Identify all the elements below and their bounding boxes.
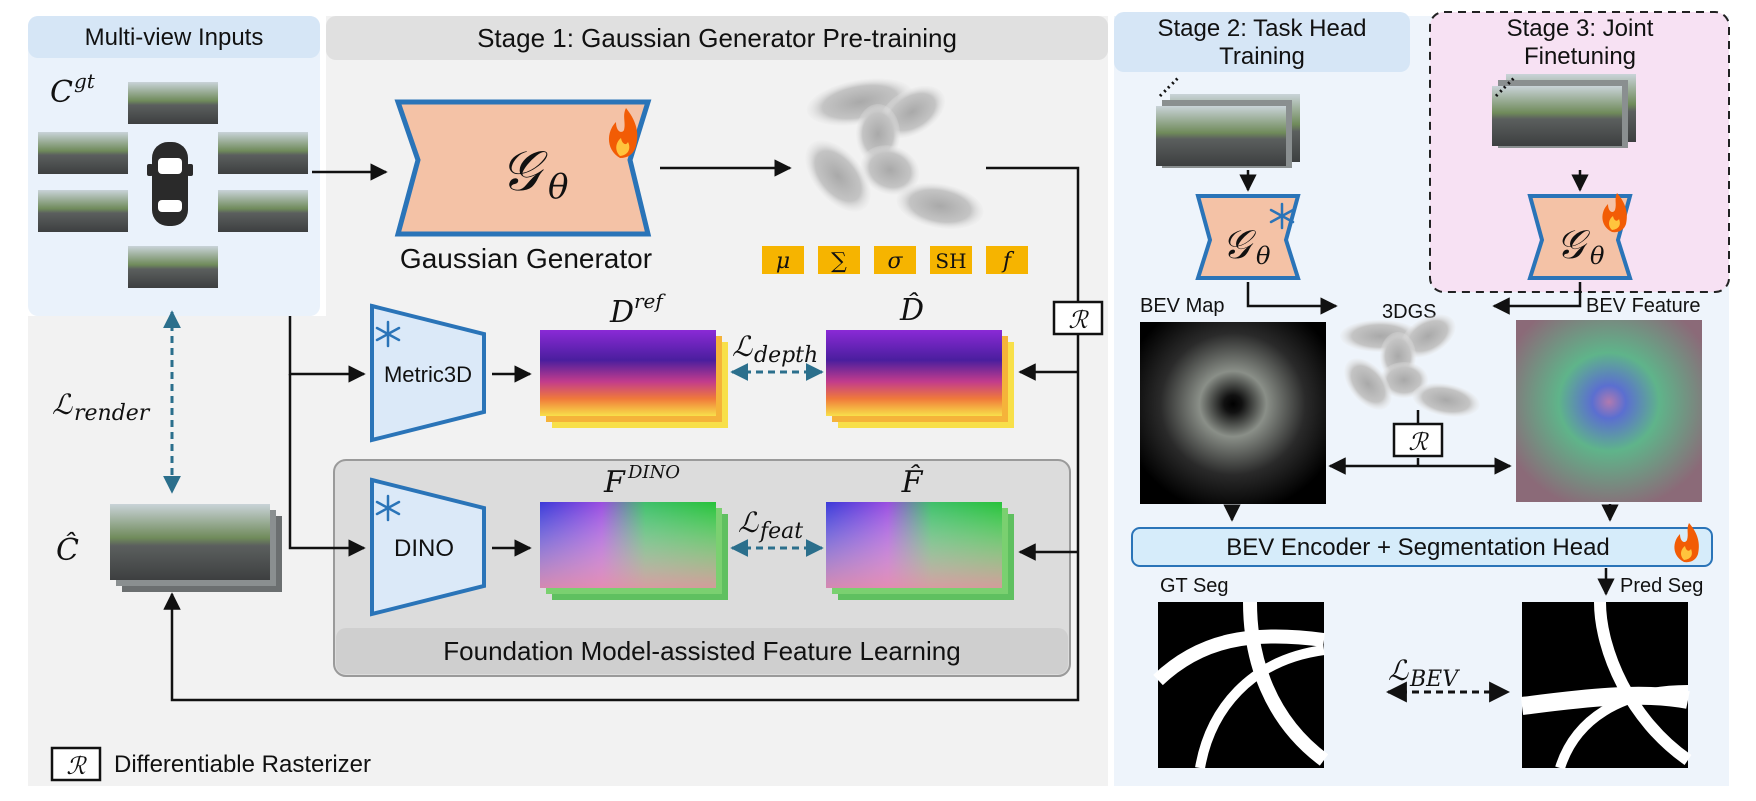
stage2-generator-sub: θ — [1256, 242, 1271, 270]
legend-rasterizer-box — [50, 746, 102, 782]
d-hat: D̂ — [899, 293, 924, 328]
c-gt-sup: gt — [74, 69, 96, 93]
c-gt-base: C — [50, 75, 73, 110]
l-render-sub: render — [74, 401, 151, 426]
l-bev-symbol: ℒ — [1388, 654, 1409, 687]
gt-seg-label: GT Seg — [1160, 575, 1229, 597]
stage3-title-line2: Finetuning — [1524, 43, 1636, 70]
snowflake-icon — [1269, 202, 1295, 230]
f-hat: F̂ — [901, 465, 924, 500]
camera-back — [128, 246, 218, 288]
stage23-gaussian-splats — [1340, 314, 1480, 417]
f-dino-sup: DINO — [627, 462, 680, 483]
l-feat-symbol: ℒ — [738, 506, 759, 539]
camera-back-right — [218, 190, 308, 232]
svg-text:μ: μ — [776, 249, 790, 274]
bev-head-block — [1131, 527, 1713, 567]
svg-text:σ: σ — [887, 249, 903, 274]
camera-back-left — [38, 190, 128, 232]
d-ref-sup: ref — [634, 289, 666, 313]
param-sigma-sum — [818, 246, 860, 274]
stage2-input-image — [1156, 74, 1300, 168]
stage2-title-bar — [1114, 12, 1410, 72]
metric3d-label: Metric3D — [384, 362, 472, 387]
l-feat-sub: feat — [758, 519, 803, 544]
multiview-title-bar — [28, 16, 320, 58]
stage3-generator-sub: θ — [1590, 242, 1605, 270]
stage2-rasterizer-symbol: ℛ — [1408, 428, 1429, 456]
gaussian-generator-label: Gaussian Generator — [400, 243, 652, 274]
dino-label: DINO — [394, 535, 454, 562]
l-render-symbol: ℒ — [52, 388, 73, 421]
gaussian-params: μ ∑ σ SH f — [762, 246, 1028, 274]
gt-seg-image — [1153, 601, 1329, 769]
loss-arrows — [163, 310, 1511, 703]
param-sh — [930, 246, 972, 274]
stage1-title: Stage 1: Gaussian Generator Pre-training — [477, 23, 957, 53]
bev-feature-label: BEV Feature — [1586, 295, 1701, 317]
pred-seg-label: Pred Seg — [1620, 575, 1703, 597]
bev-map-label: BEV Map — [1140, 295, 1224, 317]
three-dgs-label: 3DGS — [1382, 301, 1436, 323]
l-bev-sub: BEV — [1409, 667, 1460, 692]
l-depth-symbol: ℒ — [732, 330, 753, 363]
gaussian-splats — [805, 78, 984, 229]
stage3-title-line1: Stage 3: Joint — [1507, 15, 1654, 42]
gaussian-generator-block — [394, 99, 652, 237]
flame-icon — [1602, 193, 1627, 233]
rendered-image-stack — [110, 504, 282, 592]
rasterizer-box — [1052, 300, 1104, 336]
camera-front-right — [218, 132, 308, 174]
flame-icon — [608, 108, 638, 158]
stage2-title-line1: Stage 2: Task Head — [1157, 15, 1366, 42]
legend-rasterizer-symbol: ℛ — [66, 752, 87, 780]
foundation-label-bar — [336, 628, 1068, 674]
depth-hat-stack — [826, 330, 1014, 428]
flame-icon — [1674, 523, 1699, 563]
stage2-generator-block — [1195, 194, 1301, 280]
param-f — [986, 246, 1028, 274]
svg-text:∑: ∑ — [831, 249, 847, 274]
stage1-connectors — [163, 159, 1080, 702]
f-dino-base: F — [603, 465, 626, 500]
legend-rasterizer-text: Differentiable Rasterizer — [114, 751, 371, 778]
camera-front — [128, 82, 218, 124]
d-ref-base: D — [609, 295, 634, 330]
snowflake-icon — [375, 320, 401, 348]
c-hat: Ĉ — [56, 532, 79, 568]
l-depth-sub: depth — [754, 343, 818, 368]
car-icon — [147, 142, 193, 226]
bev-map-image — [1140, 322, 1326, 504]
svg-text:SH: SH — [935, 249, 966, 273]
bev-head-label: BEV Encoder + Segmentation Head — [1226, 534, 1610, 561]
param-opacity — [874, 246, 916, 274]
stage2-rasterizer-box — [1392, 422, 1444, 458]
foundation-label: Foundation Model-assisted Feature Learni… — [443, 636, 960, 666]
stage2-title-line2: Training — [1219, 43, 1305, 70]
feat-hat-stack — [826, 502, 1014, 600]
stage1-title-bar — [326, 16, 1108, 60]
stage3-input-image — [1492, 74, 1636, 148]
camera-images — [38, 82, 308, 288]
snowflake-icon — [375, 494, 401, 522]
param-mu — [762, 246, 804, 274]
stage23-connectors — [1223, 282, 1619, 596]
bev-feature-image — [1516, 320, 1702, 502]
generator-sub: θ — [548, 167, 568, 207]
camera-front-left — [38, 132, 128, 174]
rasterizer-symbol: ℛ — [1068, 306, 1089, 334]
multiview-title: Multi-view Inputs — [85, 24, 264, 51]
depth-ref-stack — [540, 330, 728, 428]
feat-dino-stack — [540, 502, 728, 600]
pred-seg-image — [1520, 601, 1692, 770]
